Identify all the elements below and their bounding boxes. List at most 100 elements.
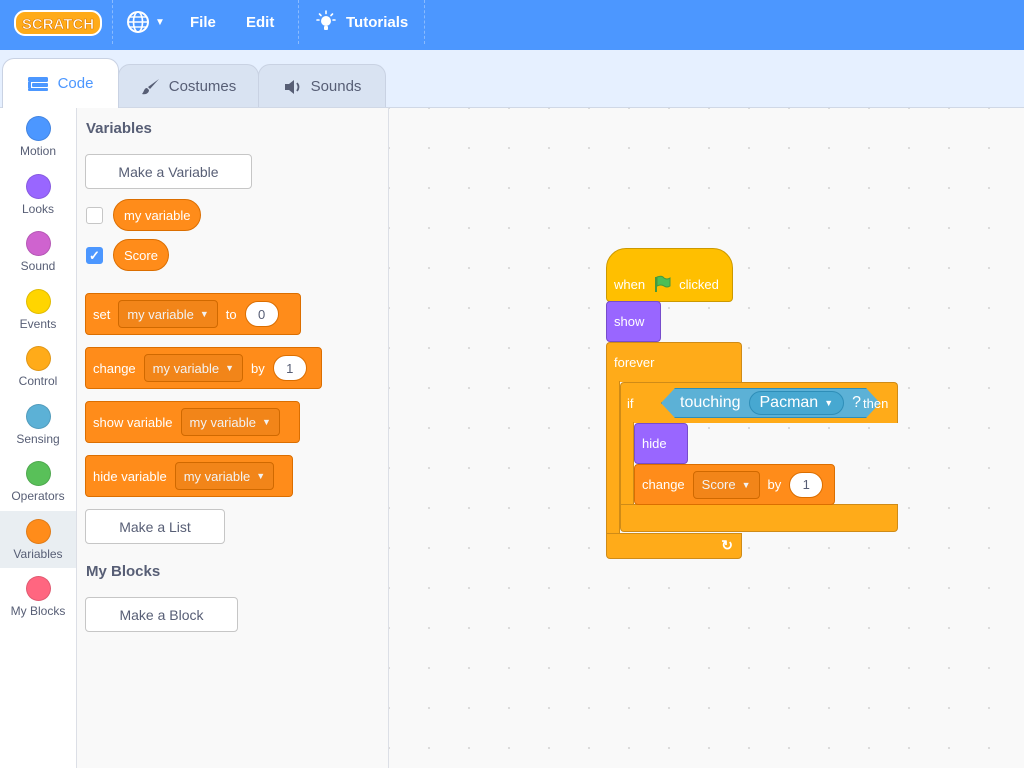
- category-label: Sensing: [16, 432, 60, 446]
- block-label: hide variable: [93, 468, 167, 484]
- category-label: Events: [19, 317, 57, 331]
- tutorials-button[interactable]: Tutorials: [314, 0, 408, 44]
- category-label: Operators: [11, 489, 65, 503]
- touching-label: touching: [680, 394, 741, 411]
- make-variable-button[interactable]: Make a Variable: [85, 154, 252, 189]
- tab-sounds[interactable]: Sounds: [258, 64, 386, 108]
- caret-down-icon: ▼: [824, 398, 834, 408]
- forever-footer: ↻: [606, 533, 742, 559]
- caret-down-icon: ▼: [199, 309, 209, 319]
- by-label: by: [767, 477, 782, 492]
- category-dot-icon: [25, 461, 51, 486]
- forever-label: forever: [614, 355, 655, 370]
- when-label: when: [614, 276, 646, 292]
- category-control[interactable]: Control: [0, 338, 76, 395]
- category-label: Motion: [19, 144, 57, 158]
- show-variable-block[interactable]: show variable my variable▼: [85, 401, 300, 443]
- menu-divider: [298, 0, 299, 44]
- value-input[interactable]: 1: [272, 355, 307, 381]
- tab-label: Sounds: [310, 78, 362, 95]
- category-dot-icon: [25, 231, 51, 256]
- show-block[interactable]: show: [606, 301, 661, 342]
- category-dot-icon: [25, 289, 51, 314]
- variables-heading: Variables: [86, 120, 152, 137]
- category-sound[interactable]: Sound: [0, 223, 76, 280]
- checkmark-icon: ✓: [89, 247, 100, 263]
- hide-label: hide: [642, 436, 667, 451]
- change-score-block[interactable]: change Score ▼ by 1: [634, 464, 835, 505]
- touching-block[interactable]: touching Pacman ▼ ?: [661, 388, 880, 418]
- variable-dropdown[interactable]: my variable▼: [174, 462, 275, 490]
- category-operators[interactable]: Operators: [0, 453, 76, 510]
- category-label: Sound: [20, 259, 56, 273]
- caret-down-icon: ▼: [741, 479, 751, 490]
- category-dot-icon: [25, 519, 51, 544]
- block-label: by: [251, 360, 265, 376]
- change-variable-block[interactable]: change my variable ▼ by 1: [85, 347, 322, 389]
- variable-dropdown[interactable]: my variable ▼: [143, 354, 244, 382]
- touching-target-dropdown[interactable]: Pacman ▼: [749, 391, 845, 415]
- script-workspace[interactable]: forever ↻ if touching Pacman ▼ ? then hi…: [389, 107, 1024, 768]
- block-label: set: [93, 306, 111, 322]
- block-palette: Variables Make a Variable my variable ✓ …: [77, 107, 389, 768]
- dropdown-label: Score: [701, 477, 736, 492]
- menu-divider: [424, 0, 425, 44]
- variable-reporter[interactable]: my variable: [113, 199, 202, 231]
- variable-dropdown[interactable]: my variable ▼: [118, 300, 218, 328]
- category-variables[interactable]: Variables: [0, 511, 76, 568]
- category-dot-icon: [25, 346, 51, 371]
- score-reporter[interactable]: Score: [113, 239, 169, 271]
- category-dot-icon: [25, 116, 51, 141]
- category-label: Looks: [21, 202, 55, 216]
- variable-dropdown[interactable]: my variable▼: [180, 408, 280, 436]
- language-menu[interactable]: ▼: [126, 0, 165, 44]
- tab-label: Code: [57, 75, 94, 92]
- category-my-blocks[interactable]: My Blocks: [0, 568, 76, 625]
- caret-down-icon: ▼: [261, 417, 271, 427]
- dropdown-label: my variable: [183, 468, 251, 484]
- lightbulb-icon: [316, 10, 336, 30]
- editor-tabs: Code Costumes Sounds: [0, 50, 1024, 108]
- tab-code[interactable]: Code: [2, 58, 119, 108]
- tutorials-label: Tutorials: [346, 13, 409, 31]
- hide-variable-block[interactable]: hide variable my variable▼: [85, 455, 293, 497]
- variable-monitor-checkbox[interactable]: [86, 207, 103, 224]
- show-label: show: [614, 314, 645, 329]
- file-menu[interactable]: File: [190, 13, 216, 31]
- tab-label: Costumes: [168, 78, 237, 95]
- forever-block[interactable]: forever: [606, 342, 742, 382]
- if-label: if: [627, 396, 634, 411]
- set-variable-block[interactable]: set my variable▼ to 0: [85, 293, 301, 335]
- category-label: Variables: [13, 547, 63, 561]
- block-label: change: [93, 360, 136, 376]
- category-dot-icon: [25, 174, 51, 199]
- make-list-button[interactable]: Make a List: [85, 509, 225, 544]
- green-flag-icon: [655, 275, 671, 292]
- tab-costumes[interactable]: Costumes: [118, 64, 259, 108]
- score-monitor-checkbox[interactable]: ✓: [86, 247, 103, 264]
- value-input[interactable]: 1: [789, 471, 824, 498]
- change-label: change: [642, 477, 685, 492]
- svg-text:SCRATCH: SCRATCH: [22, 16, 94, 33]
- category-looks[interactable]: Looks: [0, 166, 76, 223]
- category-dot-icon: [25, 576, 51, 601]
- hide-block[interactable]: hide: [634, 423, 688, 464]
- when-flag-clicked-block[interactable]: when clicked: [606, 248, 733, 302]
- scratch-logo[interactable]: SCRATCH: [14, 8, 102, 38]
- brush-icon: [141, 78, 159, 94]
- category-label: My Blocks: [10, 604, 66, 618]
- category-menu: Motion Looks Sound Events Control Sensin…: [0, 107, 77, 768]
- category-motion[interactable]: Motion: [0, 108, 76, 165]
- then-label: then: [863, 396, 889, 411]
- category-dot-icon: [25, 404, 51, 429]
- caret-down-icon: ▼: [225, 363, 235, 373]
- variable-dropdown[interactable]: Score ▼: [692, 470, 760, 499]
- dropdown-label: my variable: [127, 306, 194, 322]
- edit-menu[interactable]: Edit: [246, 13, 275, 31]
- make-block-button[interactable]: Make a Block: [85, 597, 238, 632]
- dropdown-label: my variable: [152, 360, 220, 376]
- value-input[interactable]: 0: [244, 301, 279, 327]
- category-events[interactable]: Events: [0, 281, 76, 338]
- category-sensing[interactable]: Sensing: [0, 396, 76, 453]
- if-arm: [620, 422, 634, 505]
